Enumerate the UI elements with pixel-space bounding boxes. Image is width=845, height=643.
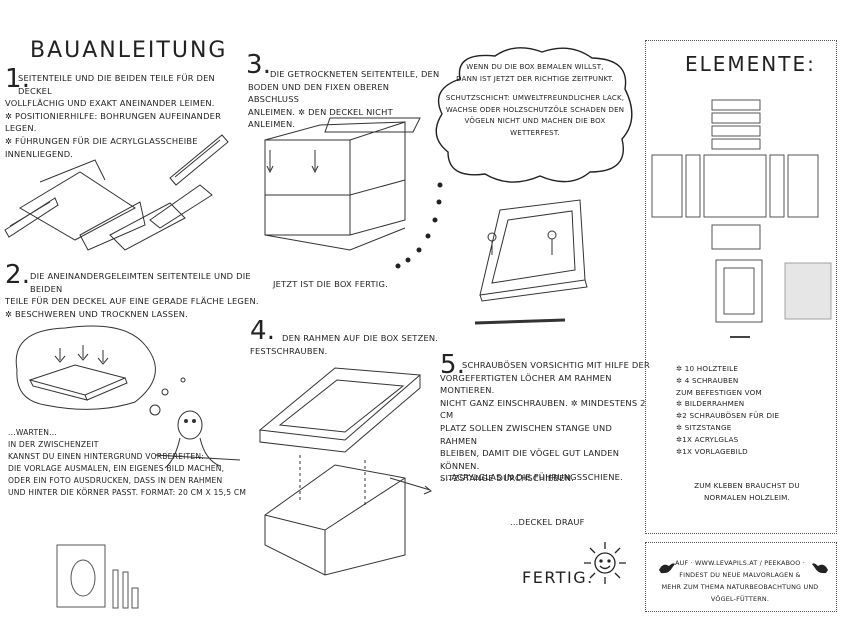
- footer-text: AUF · WWW.LEVAPILS.AT / PEEKABOO ·FINDES…: [661, 559, 819, 603]
- finished-label: FERTIG.: [522, 568, 594, 587]
- step-2-sketch: [15, 325, 241, 469]
- footer-box: [645, 542, 837, 612]
- elements-title: ELEMENTE:: [685, 52, 816, 76]
- step-1-number: 1.: [5, 64, 31, 94]
- step-1-text: SEITENTEILE UND DIE BEIDEN TEILE FÜR DEN…: [5, 73, 222, 159]
- step-3-sketch: [264, 117, 421, 251]
- lid-note: ...DECKEL DRAUF: [510, 517, 585, 527]
- cloud-text: WENN DU DIE BOX BEMALEN WILLST,DANN IST …: [445, 63, 625, 137]
- step-4-text: DEN RAHMEN AUF DIE BOX SETZEN. FESTSCHRA…: [250, 333, 439, 356]
- elements-panel: [645, 40, 837, 534]
- step-4-sketch: [258, 367, 432, 576]
- bird-left-icon: [659, 563, 675, 574]
- cloud-bubble: [435, 47, 633, 183]
- template-sketch: [56, 544, 139, 609]
- frame-sketch: [474, 199, 588, 325]
- step-3-text: DIE GETROCKNETEN SEITENTEILE, DEN BODEN …: [248, 69, 440, 130]
- bird-right-icon: [812, 563, 828, 574]
- step-2-number: 2.: [5, 260, 31, 290]
- step-4-number: 4.: [250, 316, 276, 346]
- acryl-note: ....ACRYLGLAS IN DIE FÜHRUNGSSCHIENE.: [440, 472, 623, 482]
- step-2-text: DIE ANEINANDERGELEIMTEN SEITENTEILE UND …: [5, 271, 259, 319]
- step-5-number: 5.: [440, 350, 466, 380]
- parts-layout-sketch: [651, 99, 832, 338]
- step-3-number: 3.: [246, 50, 272, 80]
- step-1-sketch: [4, 134, 229, 251]
- step-3-done: JETZT IST DIE BOX FERTIG.: [273, 279, 388, 289]
- dots-trail: [395, 182, 443, 269]
- page-title: BAUANLEITUNG: [30, 38, 228, 63]
- sun-icon: [584, 542, 626, 584]
- step-5-text: SCHRAUBÖSEN VORSICHTIG MIT HILFE DER VOR…: [440, 360, 650, 484]
